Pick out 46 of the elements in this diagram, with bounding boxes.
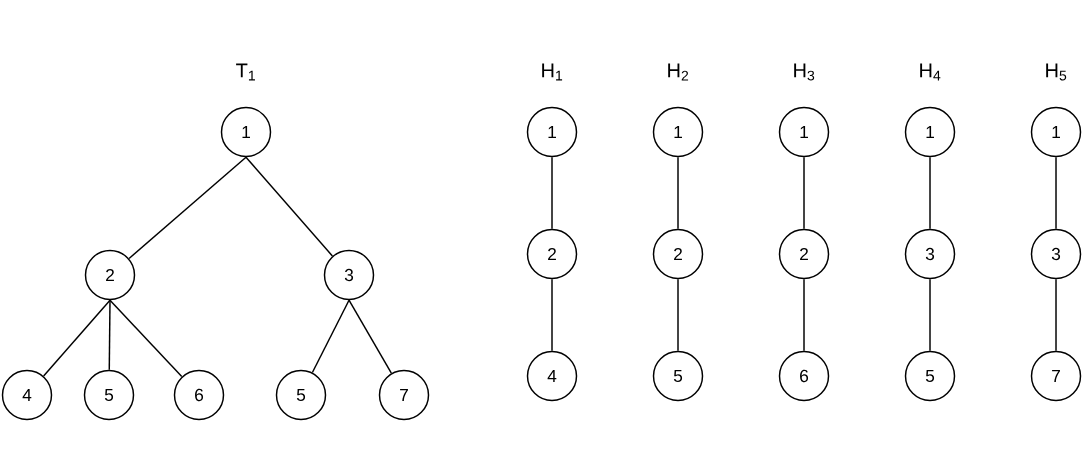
edge-line bbox=[803, 156, 805, 230]
graph-node: 1 bbox=[652, 106, 704, 158]
graph-node: 6 bbox=[173, 369, 225, 421]
graph-node: 1 bbox=[778, 106, 830, 158]
graph-title: T$_{1}$ bbox=[236, 63, 255, 81]
graph-node: 2 bbox=[652, 228, 704, 280]
graph-node: 1 bbox=[526, 106, 578, 158]
graph-node: 1 bbox=[904, 106, 956, 158]
edge-line bbox=[551, 156, 553, 230]
edge-line bbox=[1055, 156, 1057, 230]
graph-title: H$_{3}$ bbox=[794, 63, 815, 81]
graph-node: 7 bbox=[1030, 350, 1082, 402]
edge-line bbox=[311, 299, 350, 374]
graph-title: H$_{5}$ bbox=[1046, 63, 1067, 81]
graph-title: H$_{4}$ bbox=[920, 63, 941, 81]
edge-line bbox=[108, 299, 111, 371]
graph-node: 6 bbox=[778, 350, 830, 402]
edge-line bbox=[803, 278, 805, 352]
graph-node: 2 bbox=[84, 249, 136, 301]
graph-node: 5 bbox=[652, 350, 704, 402]
graph-node: 4 bbox=[526, 350, 578, 402]
graph-node: 3 bbox=[904, 228, 956, 280]
edge-line bbox=[929, 278, 931, 352]
graph-node: 3 bbox=[1030, 228, 1082, 280]
graph-node: 5 bbox=[275, 369, 327, 421]
graph-node: 2 bbox=[526, 228, 578, 280]
graph-node: 4 bbox=[1, 369, 53, 421]
graph-node: 1 bbox=[220, 106, 272, 158]
graph-title: H$_{1}$ bbox=[542, 63, 563, 81]
edge-line bbox=[677, 156, 679, 230]
edge-line bbox=[1055, 278, 1057, 352]
graph-node: 5 bbox=[83, 369, 135, 421]
edge-line bbox=[348, 299, 393, 374]
graph-node: 5 bbox=[904, 350, 956, 402]
edge-line bbox=[929, 156, 931, 230]
edge-line bbox=[128, 156, 247, 260]
edge-line bbox=[245, 156, 334, 257]
edge-line bbox=[109, 299, 183, 378]
edge-line bbox=[42, 299, 111, 377]
edge-line bbox=[677, 278, 679, 352]
graph-node: 7 bbox=[378, 369, 430, 421]
graph-node: 3 bbox=[323, 249, 375, 301]
graph-node: 1 bbox=[1030, 106, 1082, 158]
edge-line bbox=[551, 278, 553, 352]
graph-node: 2 bbox=[778, 228, 830, 280]
graph-title: H$_{2}$ bbox=[668, 63, 689, 81]
